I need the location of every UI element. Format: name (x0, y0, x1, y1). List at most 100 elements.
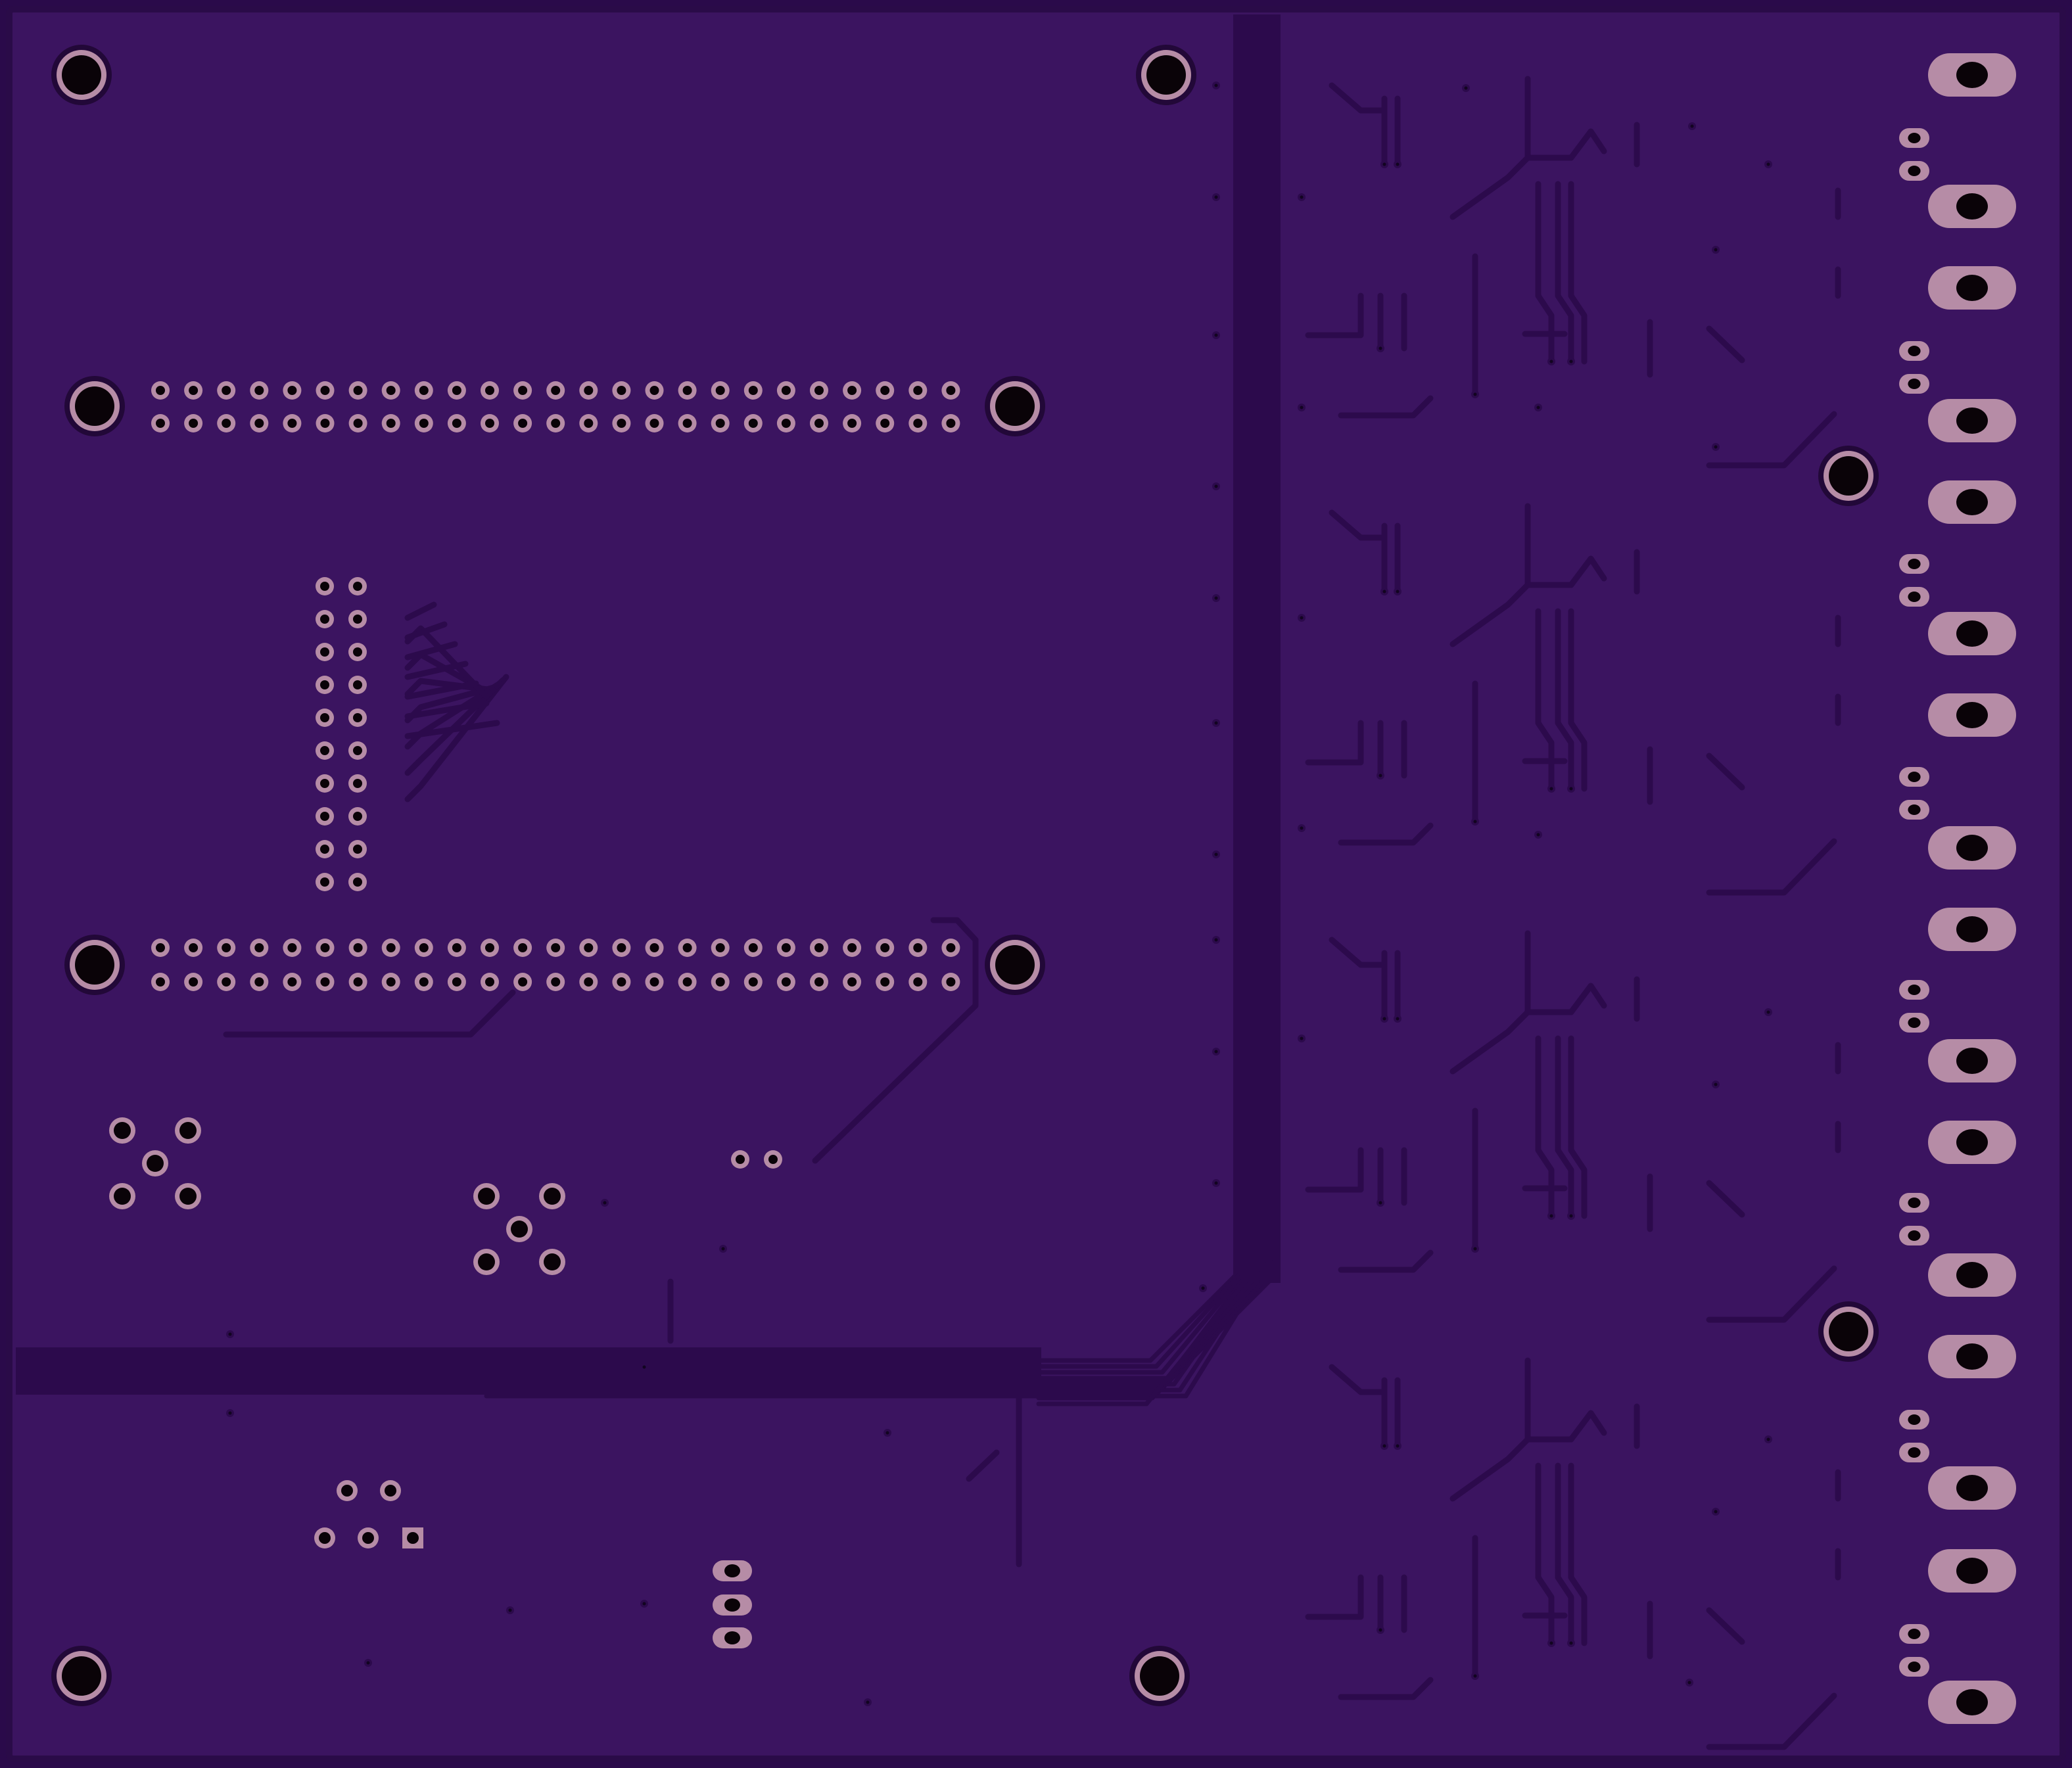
header-top-pin-drill (682, 419, 692, 428)
header-bottom-pin-drill (649, 943, 659, 952)
channel-trace (1568, 1462, 1588, 1646)
header-top-pin-drill (452, 419, 461, 428)
channel-trace (1706, 838, 1837, 896)
vertical-header-pin-drill (353, 582, 362, 591)
channel-trace (1706, 1265, 1837, 1323)
header-top-pin-drill (814, 419, 824, 428)
channel-trace (1338, 822, 1434, 846)
mounting-hole-6-drill (995, 945, 1035, 985)
header-top-pin-drill (222, 386, 231, 395)
header-bottom-pin-drill (320, 977, 330, 987)
header-bottom-pin-drill (617, 977, 626, 987)
scattered-via-core (1690, 124, 1694, 128)
channel-trace (1535, 1462, 1555, 1646)
copper-traces (223, 76, 1841, 1750)
small-pad-pair-drill (1908, 1447, 1921, 1458)
header-top-pin-drill (847, 386, 857, 395)
small-pad-pair-drill (1908, 1198, 1921, 1208)
terminal-oval-pad-drill (1956, 916, 1988, 942)
connector-pin-square-drill (407, 1532, 419, 1544)
header-bottom-pin-drill (946, 977, 956, 987)
vertical-header-pin-drill (320, 877, 329, 887)
header-top-pin-drill (649, 419, 659, 428)
header-top-pin-drill (584, 419, 594, 428)
header-bottom-pin-drill (617, 943, 626, 952)
oval-pad-vertical-drill (724, 1564, 740, 1577)
header-bottom-pin-drill (880, 977, 890, 987)
scattered-via-core (1714, 445, 1718, 449)
header-top-pin-drill (946, 419, 956, 428)
vertical-header-pin-drill (353, 845, 362, 854)
short-trace (966, 1449, 1000, 1482)
terminal-oval-pad-drill (1956, 1558, 1988, 1584)
connector-pin-drill (362, 1532, 374, 1544)
header-bottom-pin-drill (847, 943, 857, 952)
scattered-via-core (1766, 1010, 1770, 1014)
header-top-pin-drill (320, 419, 330, 428)
small-pad-pair-drill (1908, 1230, 1921, 1241)
scattered-via-core (1714, 248, 1718, 252)
via-core (1382, 1017, 1386, 1021)
header-top-pin-drill (287, 419, 297, 428)
small-pad-pair-drill (1908, 1414, 1921, 1425)
fan-trace (404, 674, 509, 803)
header-bottom-pin-drill (386, 943, 396, 952)
small-pad-pair-drill (1908, 346, 1921, 356)
via-core (1549, 787, 1553, 791)
scattered-via-core (1214, 721, 1218, 725)
channel-trace (1524, 983, 1607, 1015)
vertical-header-pin-drill (320, 680, 329, 689)
connector-pin-drill (319, 1532, 331, 1544)
scattered-via-core (1300, 616, 1304, 620)
via-core (1382, 162, 1386, 166)
header-top-pin-drill (222, 419, 231, 428)
scattered-via-core (1201, 1286, 1205, 1290)
channel-trace (1449, 930, 1531, 1075)
mounting-hole-7-drill (62, 1656, 101, 1696)
channel-trace (1706, 411, 1837, 469)
header-bottom-pin-drill (715, 943, 725, 952)
channel-trace (1706, 325, 1745, 363)
via-core (1378, 1628, 1382, 1632)
header-bottom-pin-drill (452, 943, 461, 952)
x-footprint-left-drill (147, 1155, 164, 1172)
header-bottom-pin-drill (320, 943, 330, 952)
header-bottom-pin-drill (287, 943, 297, 952)
channel-trace (1535, 181, 1555, 365)
channel-trace (1449, 503, 1531, 647)
scattered-via-core (1214, 596, 1218, 600)
scattered-via-core (1300, 826, 1304, 830)
header-bottom-pin-drill (814, 943, 824, 952)
small-pad-pair-drill (1908, 1662, 1921, 1672)
scattered-via-core (642, 1365, 646, 1369)
channel-trace (1535, 608, 1555, 792)
via-core (1569, 1214, 1573, 1218)
x-footprint-left-drill (179, 1122, 197, 1139)
mounting-hole-10-drill (1829, 1312, 1868, 1351)
vertical-header-pin-drill (353, 746, 362, 755)
terminal-oval-pad-drill (1956, 1475, 1988, 1501)
terminal-oval-pad-drill (1956, 702, 1988, 728)
header-bottom-pin-drill (287, 977, 297, 987)
via-core (1382, 1444, 1386, 1448)
channel-trace (1568, 608, 1588, 792)
header-bottom-pin-drill (551, 977, 561, 987)
header-bottom-pin-drill (419, 977, 429, 987)
via-core (1378, 1201, 1382, 1205)
via-core (1473, 1674, 1477, 1678)
bus-trace-return (1036, 287, 1260, 1395)
terminal-oval-pad-drill (1956, 193, 1988, 220)
header-bottom-pin-drill (518, 977, 528, 987)
header-top-pin-drill (748, 386, 758, 395)
mounting-hole-group (51, 45, 1879, 1706)
terminal-oval-pad-drill (1956, 1343, 1988, 1370)
header-bottom-pin-drill (847, 977, 857, 987)
small-pad-pair-drill (1908, 1629, 1921, 1639)
scattered-via-core (1214, 852, 1218, 856)
header-top-pin-drill (386, 386, 396, 395)
oval-pad-vertical-drill (724, 1598, 740, 1612)
header-bottom-pin-drill (485, 943, 494, 952)
header-bottom-pin-drill (584, 977, 594, 987)
scattered-via-core (1300, 406, 1304, 409)
